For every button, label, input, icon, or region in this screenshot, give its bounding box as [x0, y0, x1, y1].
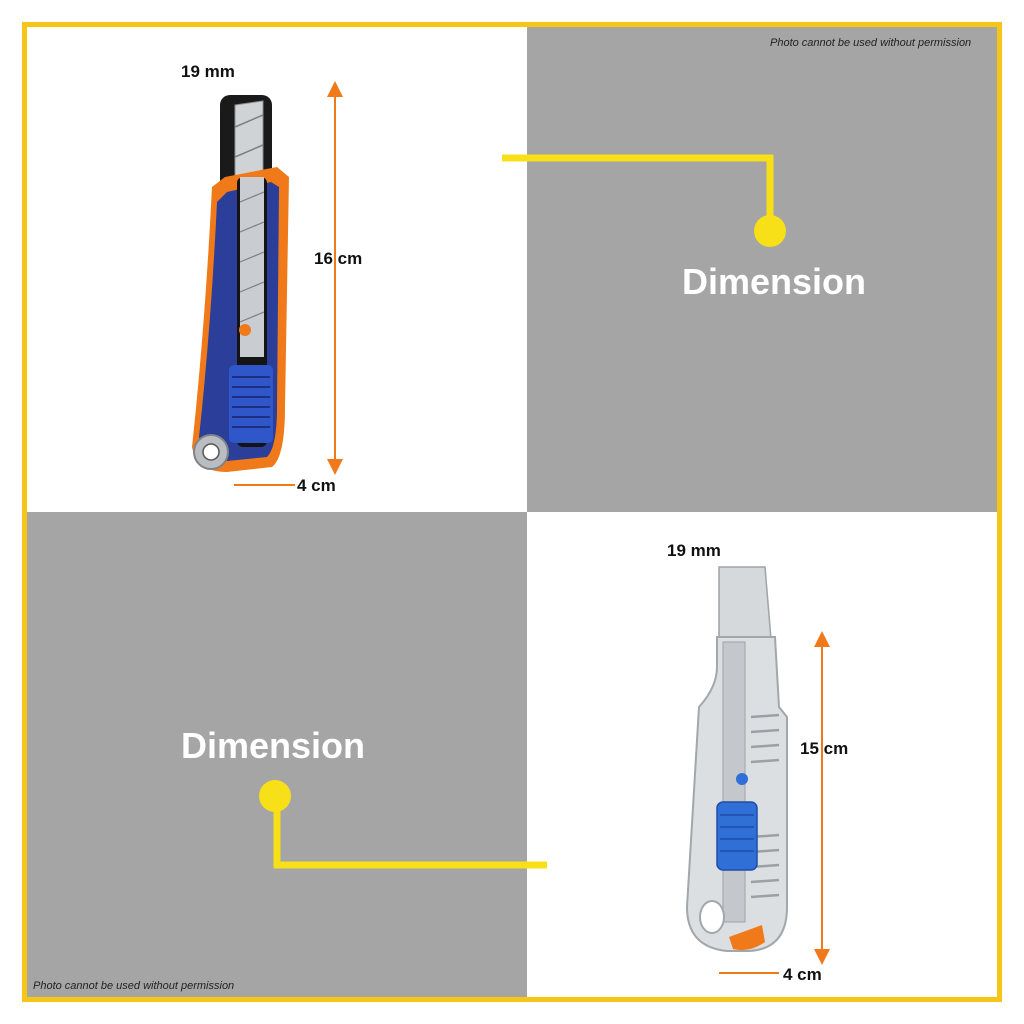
callout-connector-top [502, 154, 786, 247]
callout-connector-bottom [259, 780, 547, 869]
image-frame: Photo cannot be used without permission … [22, 22, 1002, 1002]
dimension-heading-bottom: Dimension [181, 725, 366, 766]
watermark-top: Photo cannot be used without permission [770, 37, 972, 49]
knife1-length-label: 16 cm [314, 249, 363, 268]
knife2-blade-width-label: 19 mm [667, 541, 721, 560]
knife2-length-label: 15 cm [800, 739, 849, 758]
knife1-blade-width-label: 19 mm [181, 62, 235, 81]
illustration-layer [192, 81, 830, 974]
knife1-width-label: 4 cm [297, 476, 336, 495]
knife2-width-label: 4 cm [783, 965, 822, 984]
utility-knife-silver-icon [685, 566, 788, 952]
watermark-bottom: Photo cannot be used without permission [33, 980, 235, 992]
utility-knife-blue-icon [192, 95, 289, 472]
dimension-heading-top: Dimension [682, 261, 867, 302]
gray-panel-bottom-left [27, 512, 527, 997]
gray-panel-top-right [527, 27, 997, 512]
